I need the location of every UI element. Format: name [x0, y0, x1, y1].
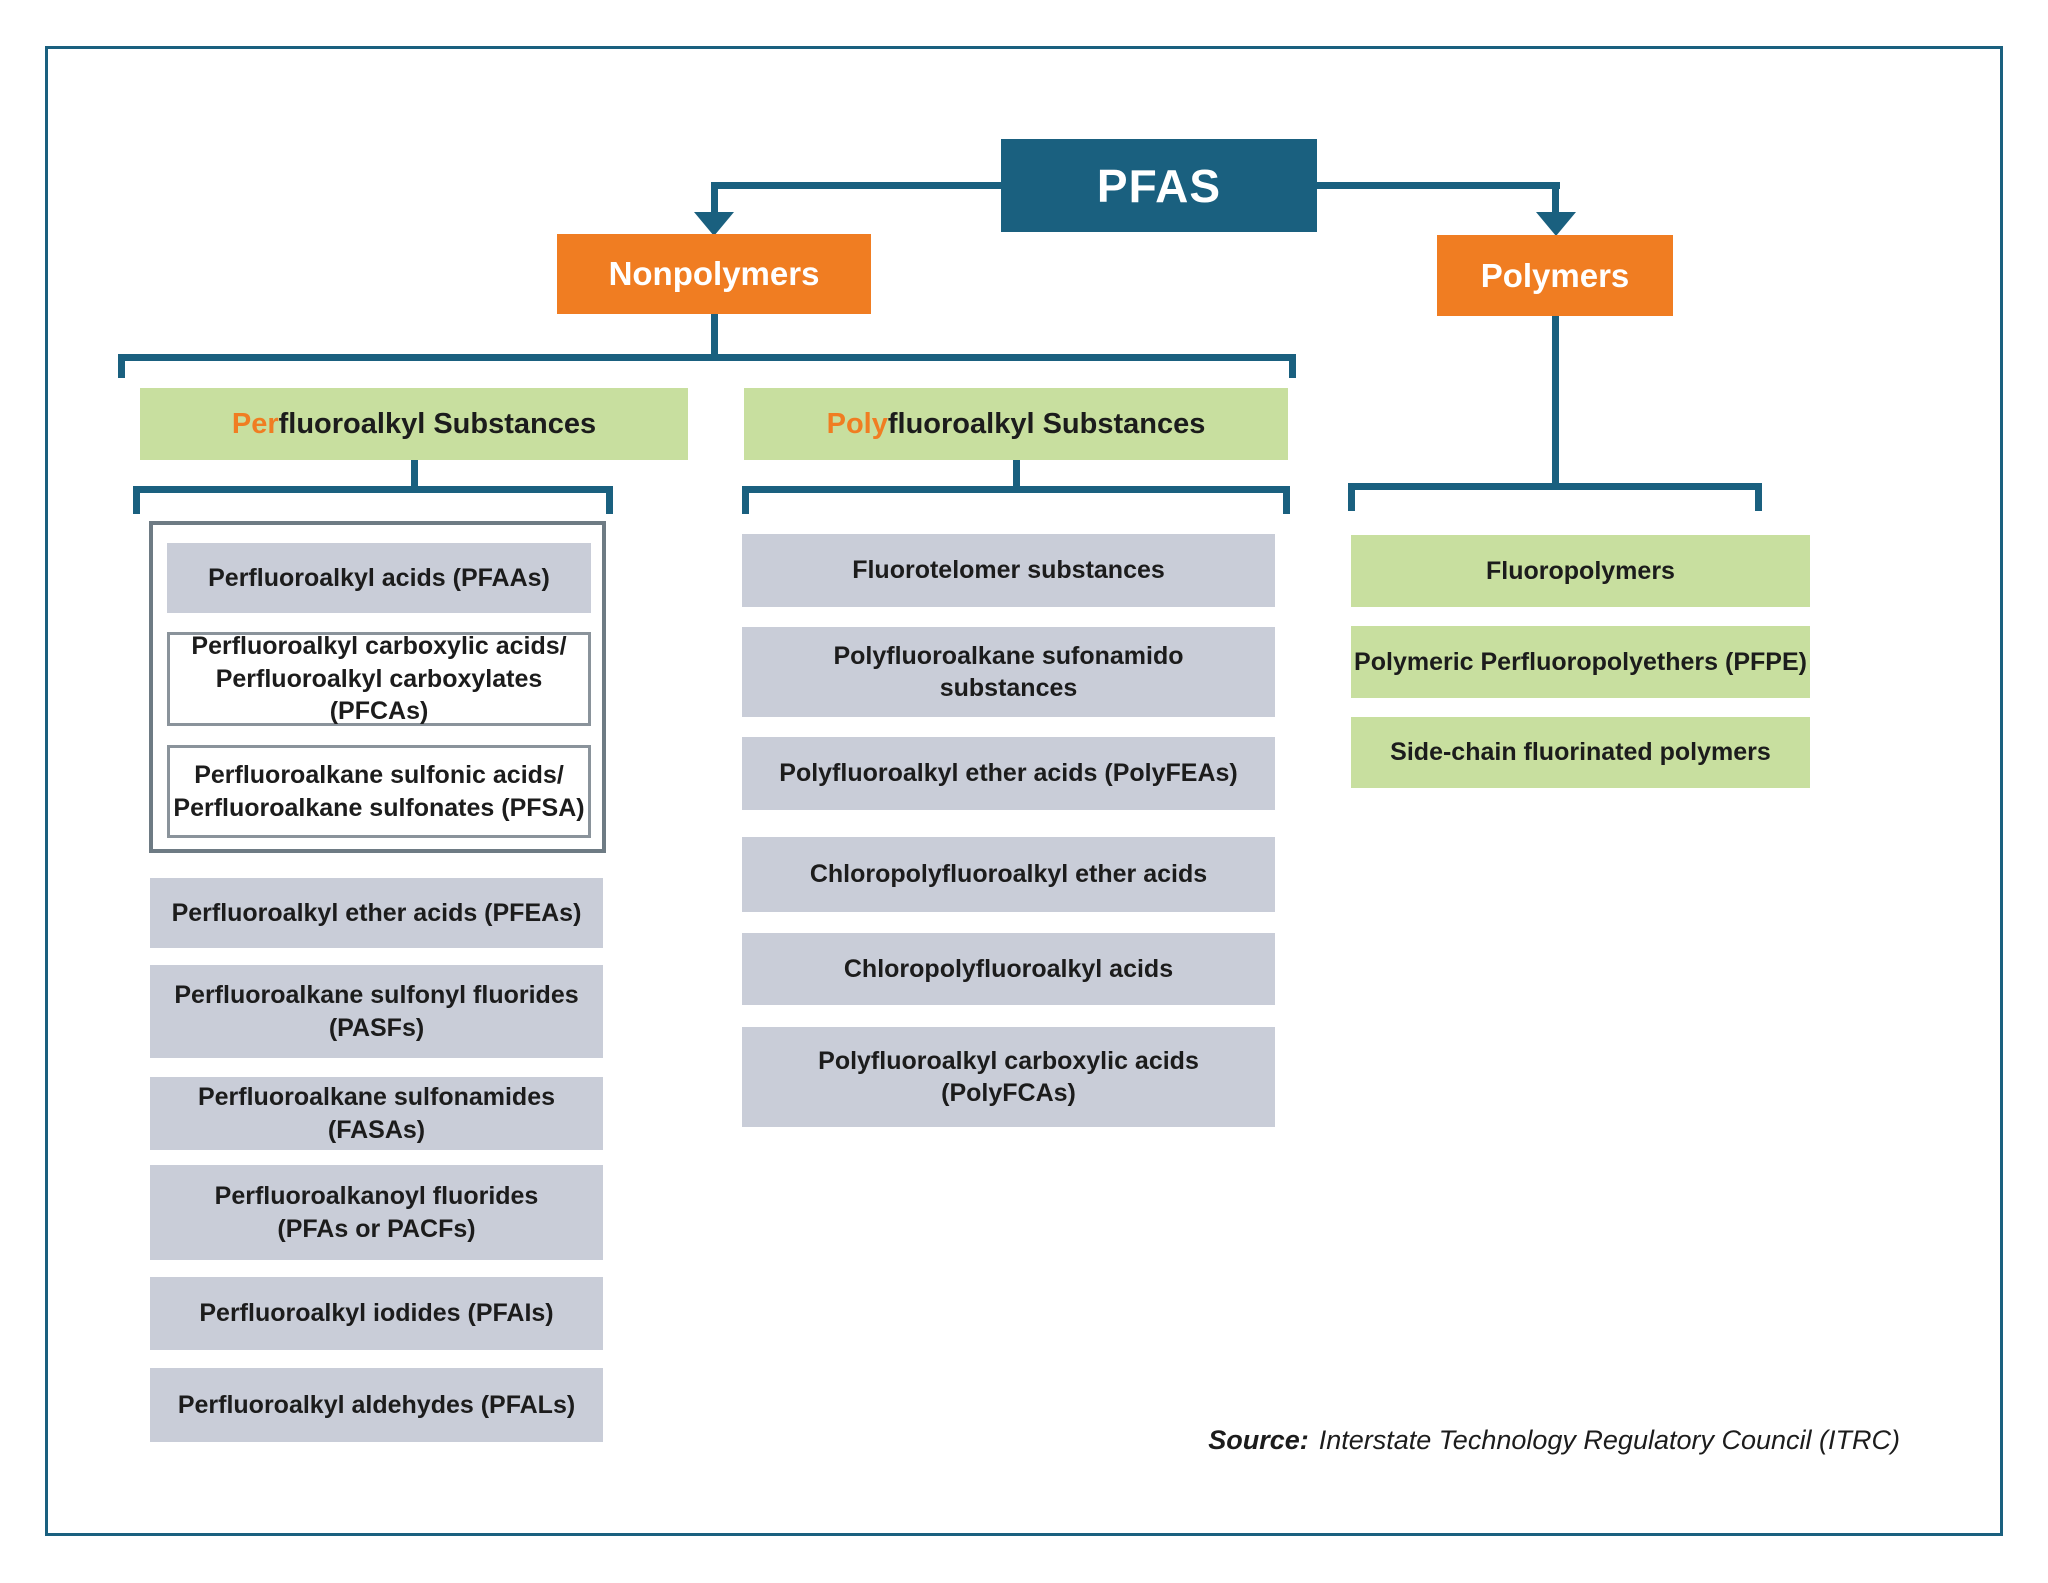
arrow-down-icon — [1536, 212, 1576, 236]
pfas-root-label: PFAS — [1096, 159, 1222, 212]
line-1: Perfluoroalkane sulfonic acids/ — [194, 761, 564, 789]
pfca-box: Perfluoroalkyl carboxylic acids/Perfluor… — [167, 632, 591, 726]
line-1: Perfluoroalkyl carboxylic acids/ — [191, 632, 567, 661]
perfluoroalkyl-substances-header: Perfluoroalkyl Substances — [140, 388, 688, 460]
polymer-item-side-chain: Side-chain fluorinated polymers — [1351, 717, 1810, 788]
box-label: Perfluoroalkyl carboxylic acids/Perfluor… — [170, 630, 588, 728]
polymer-item-pfpe: Polymeric Perfluoropolyethers (PFPE) — [1351, 626, 1810, 698]
line-2: (PFAs or PACFs) — [277, 1214, 476, 1243]
line-1: Perfluoroalkyl ether acids (PFEAs) — [171, 898, 582, 927]
source-label: Source: — [1208, 1425, 1309, 1455]
box-label: Polyfluoroalkyl carboxylic acids (PolyFCA… — [818, 1045, 1199, 1110]
bracket-polymers-tick-right — [1755, 483, 1762, 511]
connector-perfluoroalkyl-stub — [411, 460, 418, 493]
line-2: Perfluoroalkane sulfonates (PFSA) — [173, 793, 585, 822]
header-label: Polyfluoroalkyl Substances — [827, 408, 1206, 441]
poly-item-polyfeas: Polyfluoroalkyl ether acids (PolyFEAs) — [742, 737, 1275, 810]
polymers-box: Polymers — [1437, 235, 1673, 316]
line-2: (PolyFCAs) — [941, 1079, 1076, 1107]
bracket-nonpolymers-tick-left — [118, 354, 125, 378]
bracket-polymers — [1348, 483, 1762, 490]
connector-pfas-to-nonpolymers — [711, 182, 1008, 189]
line-1: Perfluoroalkane sulfonamides (FASAs) — [197, 1083, 556, 1144]
box-label: Polyfluoroalkyl ether acids (PolyFEAs) — [779, 757, 1237, 790]
pfaa-box: Perfluoroalkyl acids (PFAAs) — [167, 543, 591, 613]
line-1: Chloropolyfluoroalkyl ether acids — [809, 860, 1208, 889]
per-item-pasfs: Perfluoroalkane sulfonyl fluorides (PASFs… — [150, 965, 603, 1058]
connector-pfas-to-nonpolymers-drop — [711, 182, 718, 214]
poly-item-polyfcas: Polyfluoroalkyl carboxylic acids (PolyFCA… — [742, 1027, 1275, 1127]
box-label: Fluoropolymers — [1486, 556, 1675, 585]
poly-rest: fluoroalkyl Substances — [887, 407, 1206, 440]
poly-item-sufonamido: Polyfluoroalkane sufonamido substances — [742, 627, 1275, 717]
bracket-polyfluoroalkyl — [742, 486, 1290, 493]
box-label: Perfluoroalkane sulfonyl fluorides (PASFs… — [174, 979, 578, 1044]
nonpolymers-box: Nonpolymers — [557, 234, 871, 314]
box-label: Perfluoroalkane sulfonamides (FASAs) — [150, 1081, 603, 1146]
per-rest: fluoroalkyl Substances — [278, 407, 597, 440]
per-item-pacfs: Perfluoroalkanoyl fluorides (PFAs or PACF… — [150, 1165, 603, 1260]
line-1: Perfluoroalkanoyl fluorides — [214, 1182, 539, 1210]
polyfluoroalkyl-substances-header: Polyfluoroalkyl Substances — [744, 388, 1288, 460]
line-1: Perfluoroalkane sulfonyl fluorides — [174, 981, 579, 1009]
source-attribution: Source: Interstate Technology Regulatory … — [1100, 1425, 1900, 1456]
line-1: Polyfluoroalkyl ether acids (PolyFEAs) — [779, 759, 1238, 788]
line-1: Chloropolyfluoroalkyl acids — [843, 954, 1174, 983]
connector-pfas-to-polymers-drop — [1552, 182, 1559, 214]
line-2: substances — [939, 674, 1078, 702]
poly-item-chloro-ether-acids: Chloropolyfluoroalkyl ether acids — [742, 837, 1275, 912]
polymer-item-fluoropolymers: Fluoropolymers — [1351, 535, 1810, 607]
bracket-polyfluoroalkyl-tick-right — [1283, 486, 1290, 514]
box-label: Perfluoroalkyl ether acids (PFEAs) — [172, 897, 582, 930]
polymers-label: Polymers — [1480, 256, 1630, 294]
per-item-pfais: Perfluoroalkyl iodides (PFAIs) — [150, 1277, 603, 1350]
line-1: Polyfluoroalkyl carboxylic acids — [818, 1046, 1199, 1075]
connector-polymers-stub — [1552, 316, 1559, 490]
per-item-fasas: Perfluoroalkane sulfonamides (FASAs) — [150, 1077, 603, 1150]
box-label: Chloropolyfluoroalkyl ether acids — [810, 858, 1207, 891]
box-label: Polymeric Perfluoropolyethers (PFPE) — [1354, 647, 1807, 676]
bracket-polymers-tick-left — [1348, 483, 1355, 511]
box-label: Perfluoroalkyl acids (PFAAs) — [208, 563, 550, 592]
bracket-nonpolymers — [118, 354, 1296, 361]
box-label: Side-chain fluorinated polymers — [1390, 738, 1771, 766]
per-item-pfeas: Perfluoroalkyl ether acids (PFEAs) — [150, 878, 603, 948]
box-label: Chloropolyfluoroalkyl acids — [844, 953, 1173, 986]
poly-item-chloro-acids: Chloropolyfluoroalkyl acids — [742, 933, 1275, 1005]
box-label: Perfluoroalkyl aldehydes (PFALs) — [178, 1389, 575, 1422]
bracket-perfluoroalkyl-tick-right — [606, 486, 613, 514]
bracket-polyfluoroalkyl-tick-left — [742, 486, 749, 514]
box-label: Fluorotelomer substances — [852, 554, 1165, 587]
bracket-nonpolymers-tick-right — [1289, 354, 1296, 378]
bracket-perfluoroalkyl — [133, 486, 613, 493]
header-label: Perfluoroalkyl Substances — [232, 408, 596, 441]
per-prefix: Per — [231, 407, 279, 440]
pfas-root-box: PFAS — [1001, 139, 1317, 232]
connector-pfas-to-polymers — [1310, 182, 1560, 189]
box-label: Perfluoroalkane sulfonic acids/Perfluoro… — [173, 759, 584, 824]
pfsa-box: Perfluoroalkane sulfonic acids/Perfluoro… — [167, 745, 591, 838]
bracket-perfluoroalkyl-tick-left — [133, 486, 140, 514]
pfaa-group-box: Perfluoroalkyl acids (PFAAs) Perfluoroal… — [149, 521, 606, 853]
connector-nonpolymers-stub — [711, 314, 718, 361]
box-label: Perfluoroalkyl iodides (PFAIs) — [199, 1297, 553, 1330]
poly-prefix: Poly — [826, 407, 888, 440]
box-label: Polyfluoroalkane sufonamido substances — [833, 640, 1183, 705]
line-1: Fluorotelomer substances — [852, 556, 1165, 585]
line-2: Perfluoroalkyl carboxylates (PFCAs) — [215, 664, 543, 726]
nonpolymers-label: Nonpolymers — [608, 255, 820, 292]
line-2: (PASFs) — [328, 1013, 425, 1042]
poly-item-fluorotelomer: Fluorotelomer substances — [742, 534, 1275, 607]
diagram-border-frame — [45, 46, 2003, 1536]
box-label: Perfluoroalkanoyl fluorides (PFAs or PACF… — [215, 1180, 539, 1245]
line-1: Perfluoroalkyl iodides (PFAIs) — [199, 1299, 554, 1328]
per-item-pfals: Perfluoroalkyl aldehydes (PFALs) — [150, 1368, 603, 1442]
line-1: Polyfluoroalkane sufonamido — [833, 641, 1184, 670]
arrow-down-icon — [694, 212, 734, 236]
connector-polyfluoroalkyl-stub — [1013, 460, 1020, 493]
line-1: Perfluoroalkyl aldehydes (PFALs) — [177, 1390, 576, 1419]
source-text: Interstate Technology Regulatory Council… — [1318, 1425, 1900, 1455]
